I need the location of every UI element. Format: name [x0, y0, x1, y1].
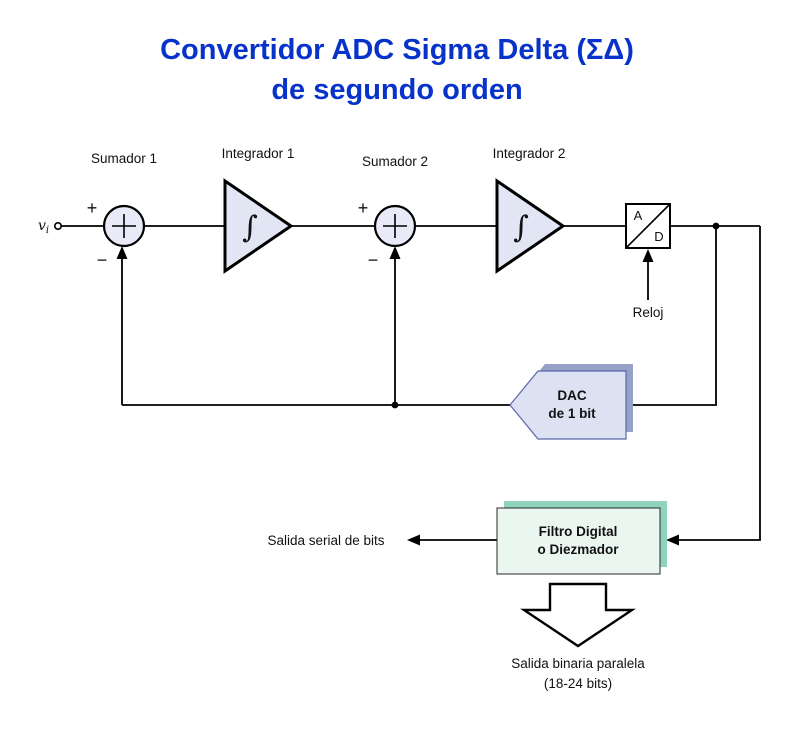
ad-label-d: D	[654, 229, 663, 244]
ad-diagonal-line	[625, 203, 671, 249]
summer2-plus-icon	[383, 214, 407, 238]
title-line1: Convertidor ADC Sigma Delta (ΣΔ)	[160, 34, 634, 66]
salida-paralela-line2: (18-24 bits)	[544, 676, 612, 691]
salida-serial-label: Salida serial de bits	[267, 533, 384, 548]
reloj-label: Reloj	[633, 305, 664, 320]
input-label: vi	[38, 218, 49, 236]
arrowhead-up-sum2	[389, 246, 401, 259]
page-title: Convertidor ADC Sigma Delta (ΣΔ) de segu…	[0, 30, 794, 110]
input-terminal	[53, 222, 62, 231]
big-down-arrow-icon	[520, 582, 636, 648]
integrador1-label: Integrador 1	[222, 146, 295, 161]
dac-block	[509, 370, 627, 440]
salida-paralela-line1: Salida binaria paralela	[511, 656, 645, 671]
plus-sign-sum2: +	[358, 198, 369, 218]
filtro-label-line1: Filtro Digital	[539, 524, 618, 539]
filtro-label-line2: o Diezmador	[537, 542, 619, 557]
sumador1-label: Sumador 1	[91, 151, 157, 166]
wire-feedback-to-dac	[630, 226, 717, 406]
ad-label-a: A	[634, 208, 643, 223]
plus-sign-sum1: +	[87, 198, 98, 218]
title-line2: de segundo orden	[271, 74, 523, 106]
dac-label-line1: DAC	[557, 388, 586, 403]
wire-output-to-filtro	[678, 226, 761, 541]
arrowhead-left-serial	[407, 534, 420, 546]
arrowhead-up-sum1	[116, 246, 128, 259]
junction-dot-feedback	[391, 401, 399, 409]
integrator1-triangle	[223, 178, 294, 274]
integrator2-triangle	[495, 178, 566, 274]
junction-dot-output	[712, 222, 720, 230]
sumador2-label: Sumador 2	[362, 154, 428, 169]
arrowhead-up-reloj	[642, 249, 654, 262]
minus-sign-sum2: −	[368, 250, 379, 270]
dac-label-line2: de 1 bit	[548, 406, 596, 421]
summer1-plus-icon	[112, 214, 136, 238]
filtro-block	[496, 507, 661, 575]
minus-sign-sum1: −	[97, 250, 108, 270]
arrowhead-left-filtro	[666, 534, 679, 546]
integral-symbol-1: ∫	[242, 210, 258, 245]
integrador2-label: Integrador 2	[493, 146, 566, 161]
integral-symbol-2: ∫	[513, 210, 529, 245]
